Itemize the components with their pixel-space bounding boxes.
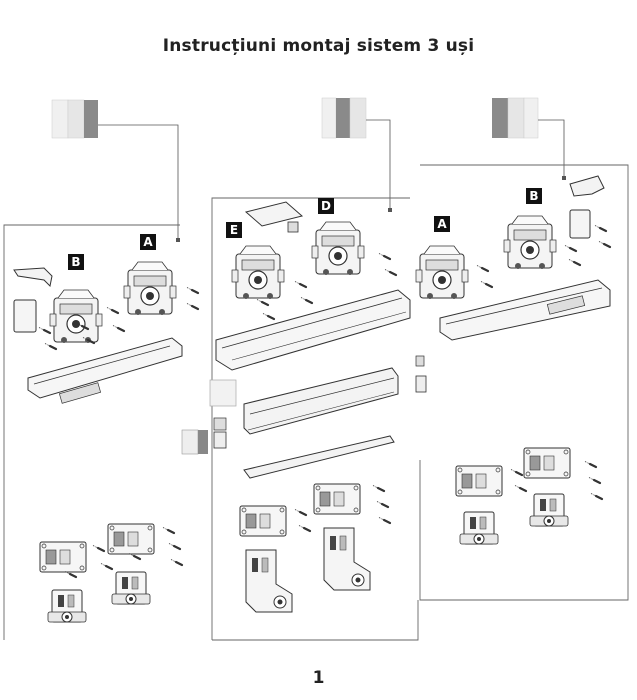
label-e: E (226, 222, 242, 238)
left-lower-guides (39, 523, 184, 623)
svg-text:B: B (529, 189, 538, 203)
right-track-rail (439, 279, 611, 341)
page-number: 1 (312, 668, 325, 688)
middle-carriage-d (311, 221, 365, 276)
label-b-right: B (526, 188, 542, 204)
right-carriage-a (415, 245, 469, 300)
left-bracket (13, 267, 53, 333)
svg-text:A: A (143, 235, 153, 249)
label-a-right: A (434, 216, 450, 232)
left-track-rail (27, 337, 183, 404)
section-frames (3, 164, 629, 641)
right-bracket (569, 175, 605, 239)
right-carriage-b (503, 215, 557, 270)
middle-profile (243, 367, 399, 479)
label-a-left: A (140, 234, 156, 250)
middle-track-rail (215, 289, 411, 371)
door-panel-icon (51, 97, 539, 139)
middle-carriage-e (231, 245, 285, 300)
left-carriage-b (49, 289, 103, 344)
leader-lines (98, 119, 565, 240)
svg-text:D: D (321, 199, 331, 213)
svg-text:E: E (230, 223, 238, 237)
right-lower-guides (455, 447, 604, 545)
middle-lower-guides (239, 483, 392, 613)
left-carriage-a (123, 261, 177, 316)
middle-door-icons (181, 355, 427, 455)
svg-text:A: A (437, 217, 447, 231)
middle-top-plate (244, 201, 304, 233)
svg-text:B: B (71, 255, 80, 269)
label-d: D (318, 198, 334, 214)
label-b-left: B (68, 254, 84, 270)
page-title: Instrucțiuni montaj sistem 3 uși (162, 36, 475, 56)
